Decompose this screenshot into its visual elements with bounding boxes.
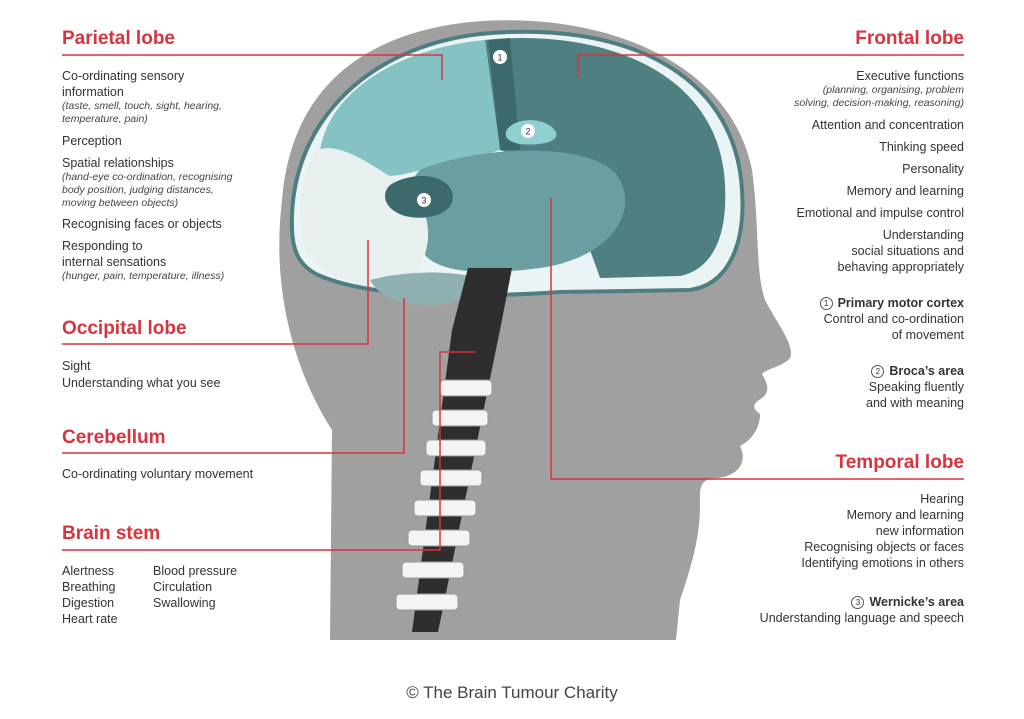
parietal-item-2: Perception xyxy=(62,134,122,148)
temporal-item-2b: new information xyxy=(875,524,964,538)
brain-stem-item: Swallowing xyxy=(153,596,216,610)
brain-stem-heading: Brain stem xyxy=(62,523,161,544)
frontal-item-1: Executive functions xyxy=(856,69,964,83)
wernicke-area-block: 3 Wernicke’s area Understanding language … xyxy=(760,594,964,626)
svg-text:2: 2 xyxy=(525,127,530,137)
svg-text:3: 3 xyxy=(421,196,426,206)
brain-stem-column-2: Blood pressure Circulation Swallowing xyxy=(153,563,237,611)
temporal-item-2a: Memory and learning xyxy=(846,508,964,522)
occipital-item-2: Understanding what you see xyxy=(62,376,221,390)
copyright-footer: © The Brain Tumour Charity xyxy=(406,683,618,702)
motor-cortex-heading: Primary motor cortex xyxy=(837,296,964,310)
parietal-item-5-block: Responding to internal sensations (hunge… xyxy=(62,238,224,283)
wernicke-area-heading: Wernicke’s area xyxy=(869,595,964,609)
parietal-item-1-note-1: (taste, smell, touch, sight, hearing, xyxy=(62,100,222,112)
parietal-leader xyxy=(62,54,443,80)
frontal-item-6: Emotional and impulse control xyxy=(796,206,964,220)
frontal-lobe-shape xyxy=(485,38,726,278)
brain-stem-item: Breathing xyxy=(62,580,116,594)
temporal-item-3: Recognising objects or faces xyxy=(804,540,964,554)
cerebellum-shape xyxy=(370,272,473,305)
motor-cortex-block: 1 Primary motor cortex Control and co-ord… xyxy=(819,295,964,343)
frontal-leader xyxy=(577,54,964,78)
parietal-lobe-list: Co-ordinating sensory information (taste… xyxy=(62,68,222,126)
cerebellum-item-1: Co-ordinating voluntary movement xyxy=(62,467,254,481)
occipital-item-1: Sight xyxy=(62,359,91,373)
marker-1: 1 xyxy=(493,50,507,64)
temporal-lobe-shape xyxy=(405,150,626,272)
frontal-lobe-heading: Frontal lobe xyxy=(855,28,964,49)
motor-cortex-line-2: of movement xyxy=(891,328,964,342)
parietal-item-5b: internal sensations xyxy=(62,255,167,269)
temporal-item-4: Identifying emotions in others xyxy=(801,556,964,570)
motor-cortex-line-1: Control and co-ordination xyxy=(823,312,964,326)
brain-stem-item: Digestion xyxy=(62,596,115,610)
brain-stem-item: Circulation xyxy=(153,580,213,594)
brain-stem-item: Alertness xyxy=(62,564,115,578)
temporal-lobe-heading: Temporal lobe xyxy=(835,452,964,473)
wernicke-area-number: 3 xyxy=(851,596,865,609)
frontal-item-2: Attention and concentration xyxy=(811,118,964,132)
temporal-leader xyxy=(550,198,964,480)
parietal-lobe-heading: Parietal lobe xyxy=(62,28,175,49)
parietal-item-3-note-3: moving between objects) xyxy=(62,197,179,209)
vertebrae xyxy=(395,379,493,611)
parietal-item-3-note-1: (hand-eye co-ordination, recognising xyxy=(62,171,233,183)
broca-area-heading: Broca’s area xyxy=(889,364,964,378)
frontal-item-7b: social situations and xyxy=(851,244,964,258)
frontal-item-7-block: Understanding social situations and beha… xyxy=(838,227,964,275)
parietal-item-3: Spatial relationships xyxy=(62,156,174,170)
broca-area-block: 2 Broca’s area Speaking fluently and with… xyxy=(866,363,964,411)
broca-area-line-1: Speaking fluently xyxy=(868,380,964,394)
brainstem-leader xyxy=(62,351,476,551)
frontal-item-1-block: Executive functions (planning, organisin… xyxy=(794,68,964,110)
brain-stem-column-1: Alertness Breathing Digestion Heart rate xyxy=(62,563,118,627)
frontal-item-7c: behaving appropriately xyxy=(837,260,964,274)
parietal-item-1b: information xyxy=(62,85,124,99)
marker-2: 2 xyxy=(521,124,535,138)
cerebellum-leader xyxy=(62,298,405,454)
temporal-lobe-list: Hearing Memory and learning new informat… xyxy=(801,491,964,571)
frontal-item-1-note-2: solving, decision-making, reasoning) xyxy=(794,97,964,109)
parietal-item-5: Responding to xyxy=(62,239,143,253)
parietal-item-1-note-2: temperature, pain) xyxy=(62,113,148,125)
parietal-item-5-note: (hunger, pain, temperature, illness) xyxy=(62,270,225,282)
parietal-item-4: Recognising faces or objects xyxy=(62,217,222,231)
wernicke-area-line-1: Understanding language and speech xyxy=(759,611,964,625)
frontal-item-3: Thinking speed xyxy=(879,140,964,154)
parietal-lobe-shape xyxy=(320,40,500,176)
occipital-leader xyxy=(62,240,369,345)
cerebellum-heading: Cerebellum xyxy=(62,427,166,448)
frontal-item-7a: Understanding xyxy=(882,228,964,242)
parietal-item-1: Co-ordinating sensory xyxy=(62,69,185,83)
frontal-item-5: Memory and learning xyxy=(846,184,964,198)
brain-stem-item: Blood pressure xyxy=(153,564,238,578)
motor-cortex-shape xyxy=(488,38,520,150)
parietal-item-3-note-2: body position, judging distances, xyxy=(62,184,214,196)
frontal-item-4: Personality xyxy=(902,162,964,176)
occipital-lobe-heading: Occipital lobe xyxy=(62,318,187,339)
frontal-item-1-note-1: (planning, organising, problem xyxy=(822,84,964,96)
svg-text:1: 1 xyxy=(497,53,502,63)
motor-cortex-number: 1 xyxy=(819,297,833,310)
temporal-item-1: Hearing xyxy=(920,492,964,506)
leader-lines xyxy=(62,54,964,551)
parietal-item-3-block: Spatial relationships (hand-eye co-ordin… xyxy=(62,155,232,210)
marker-3: 3 xyxy=(417,193,431,207)
broca-area-number: 2 xyxy=(871,365,885,378)
brain-stem-item: Heart rate xyxy=(62,612,118,626)
broca-area-line-2: and with meaning xyxy=(866,396,964,410)
